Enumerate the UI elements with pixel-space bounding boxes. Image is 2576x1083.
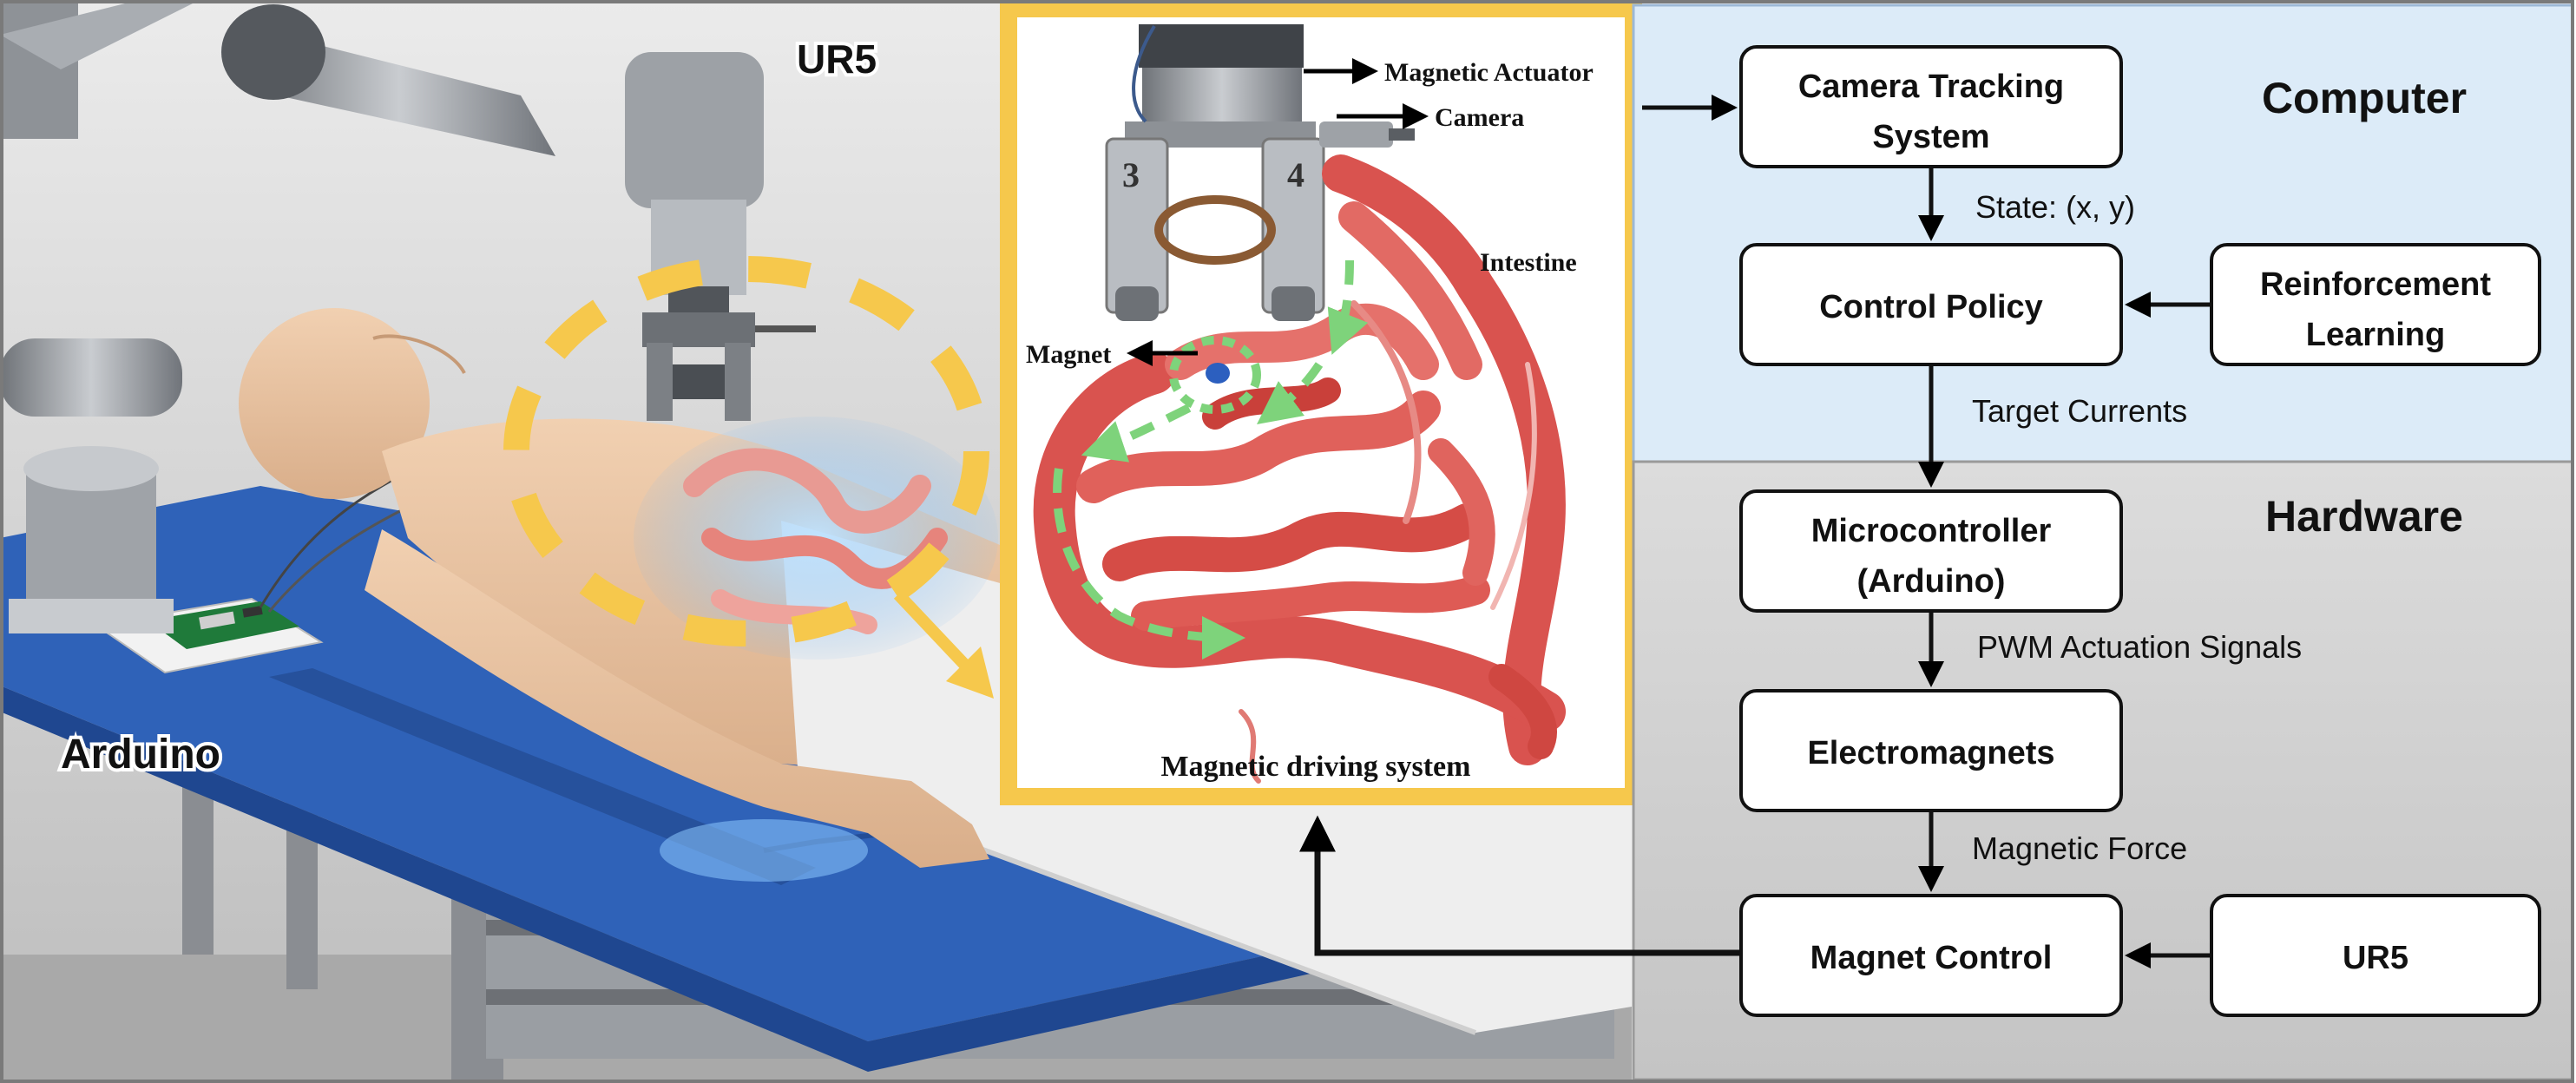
pwm-edge-label: PWM Actuation Signals [1977,629,2302,665]
camera-callout: Camera [1435,103,1524,132]
target-currents-edge-label: Target Currents [1972,393,2187,429]
microcontroller-label-1: Microcontroller [1811,513,2052,549]
electromagnets-label: Electromagnets [1807,735,2054,771]
ur5-robot-arm [221,4,816,421]
svg-text:3: 3 [1122,155,1140,194]
inset-caption: Magnetic driving system [1161,751,1471,783]
arduino-scene-label: Arduino [61,732,220,778]
zoom-arrow [893,590,994,699]
ur5-box-label: UR5 [2343,940,2408,976]
focus-region-ellipse [503,256,989,647]
intestine-callout: Intestine [1480,248,1577,277]
background-robot-arm [0,0,200,633]
magnetic-actuator-device: 3 4 [1105,24,1415,321]
camera-tracking-label-1: Camera Tracking [1798,69,2064,105]
camera-tracking-label-2: System [1872,119,1989,155]
state-edge-label: State: (x, y) [1975,189,2135,225]
rl-label-2: Learning [2306,317,2445,353]
magnetic-actuator-callout: Magnetic Actuator [1384,58,1594,87]
microcontroller-label-2: (Arduino) [1857,563,2006,600]
svg-text:4: 4 [1287,155,1304,194]
magnet-control-label: Magnet Control [1810,940,2053,976]
control-to-inset-arrow [1299,815,1741,956]
control-policy-label: Control Policy [1819,289,2043,325]
ur5-scene-label: UR5 [797,36,877,82]
magnet-capsule [1169,336,1261,414]
magnet-trajectory [1053,259,1369,660]
magnetic-driving-inset: 3 4 [1000,0,1642,805]
rl-label-1: Reinforcement [2260,266,2491,303]
hardware-panel-title: Hardware [2265,492,2463,541]
magnet-callout: Magnet [1026,340,1111,369]
magnetic-force-edge-label: Magnetic Force [1972,830,2187,866]
computer-panel-title: Computer [2262,74,2467,122]
